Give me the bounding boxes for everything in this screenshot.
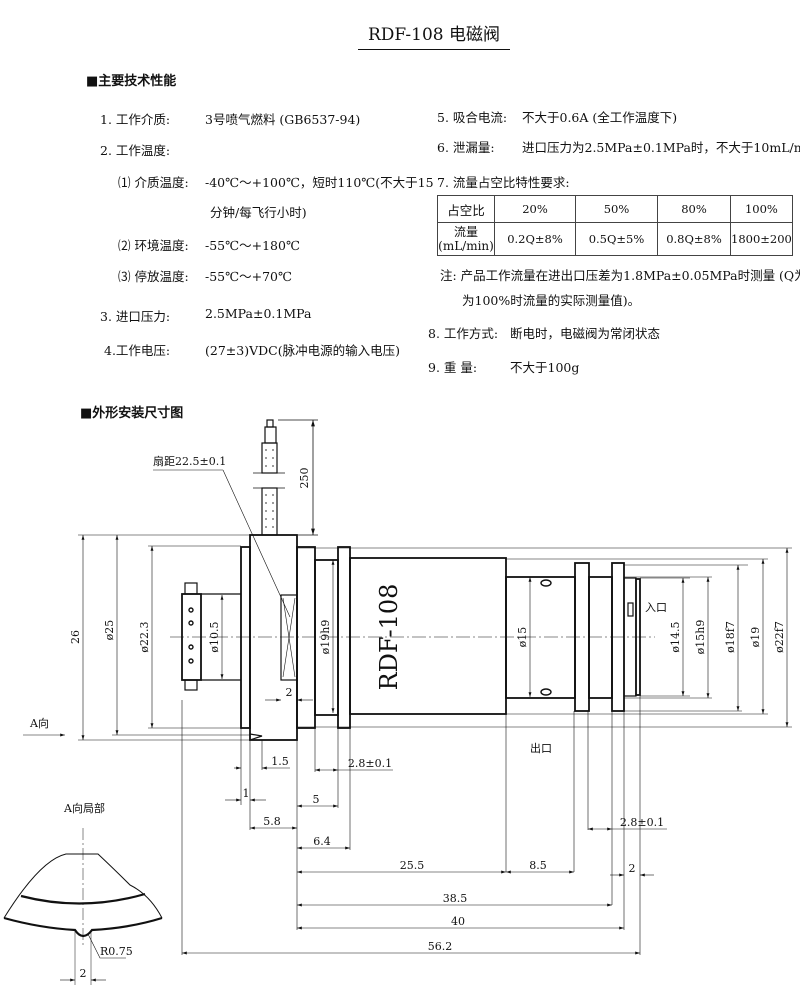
dim-label: 40 xyxy=(451,915,465,928)
dim-label: 56.2 xyxy=(428,940,453,953)
table-cell: 20% xyxy=(494,195,576,223)
document-title: RDF-108 电磁阀 xyxy=(358,20,510,50)
dim-label: 38.5 xyxy=(443,892,468,905)
table-cell: 0.8Q±8% xyxy=(657,222,731,256)
table-cell: 流量(mL/min) xyxy=(437,222,495,256)
dim-label: ø10.5 xyxy=(208,621,221,652)
spec-label: 5. 吸合电流: xyxy=(437,110,508,125)
dim-label: 1.5 xyxy=(271,755,289,768)
spec-value: (27±3)VDC(脉冲电源的输入电压) xyxy=(205,343,400,358)
spec-label: 3. 进口压力: xyxy=(100,309,171,324)
outlet-label: 出口 xyxy=(530,741,552,755)
dim-label: 25.5 xyxy=(400,859,425,872)
spec-value: 2.5MPa±0.1MPa xyxy=(205,306,312,321)
dim-label: 8.5 xyxy=(529,859,547,872)
dim-label: ø22.3 xyxy=(138,621,151,652)
table-cell: 0.2Q±8% xyxy=(494,222,576,256)
spec-value: 3号喷气燃料 (GB6537-94) xyxy=(205,112,361,127)
a-view-detail xyxy=(3,828,163,985)
table-note: 注: 产品工作流量在进出口压差为1.8MPa±0.05MPa时测量 (Q为占空 xyxy=(440,268,800,283)
table-cell: 占空比 xyxy=(437,195,495,223)
body-marking: RDF-108 xyxy=(375,584,403,691)
dim-label: 6.4 xyxy=(313,835,331,848)
valve-body-outline xyxy=(181,534,641,741)
spec-value: -40℃～+100℃，短时110℃(不大于15 xyxy=(205,175,434,190)
dim-label: 5 xyxy=(313,793,320,806)
dim-label: 250 xyxy=(298,468,311,489)
spec-value: 不大于100g xyxy=(510,360,580,375)
dim-label: ø15h9 xyxy=(694,620,707,655)
duty-cycle-table: 占空比 20% 50% 80% 100% 流量(mL/min) 0.2Q±8% … xyxy=(437,195,793,256)
dim-label: ø25 xyxy=(103,620,116,641)
spec-label: ⑵ 环境温度: xyxy=(118,238,189,253)
dim-label: ø18f7 xyxy=(724,621,737,653)
a-view-label: A向局部 xyxy=(63,801,105,815)
spec-value: -55℃～+180℃ xyxy=(205,238,300,253)
spec-label: 2. 工作温度: xyxy=(100,143,171,158)
dim-label: 2 xyxy=(286,686,293,699)
row-unit: (mL/min) xyxy=(438,239,494,253)
table-cell: 80% xyxy=(657,195,731,223)
spec-label: 8. 工作方式: xyxy=(428,326,499,341)
a-direction-label: A向 xyxy=(29,716,49,730)
dim-label: 2 xyxy=(629,862,636,875)
dim-label: 1 xyxy=(243,787,250,800)
dim-label: 2.8±0.1 xyxy=(620,816,664,829)
spec-label: 1. 工作介质: xyxy=(100,112,171,127)
dim-label: ø22f7 xyxy=(773,621,786,653)
table-cell: 1800±200 xyxy=(730,222,793,256)
dim-label: ø19h9 xyxy=(319,620,332,655)
section-heading-drawing: ■外形安装尺寸图 xyxy=(80,406,184,421)
dim-label: ø14.5 xyxy=(669,621,682,652)
dim-label: ø19 xyxy=(749,627,762,648)
radius-label: R0.75 xyxy=(100,945,133,958)
spec-label: 9. 重 量: xyxy=(428,360,478,375)
row-label: 流量 xyxy=(453,225,478,239)
table-row: 流量(mL/min) 0.2Q±8% 0.5Q±5% 0.8Q±8% 1800±… xyxy=(437,222,793,256)
spec-value: 分钟/每飞行小时) xyxy=(210,205,307,220)
dim-label: 5.8 xyxy=(263,815,281,828)
inlet-label: 入口 xyxy=(645,601,667,614)
lead-wire xyxy=(253,419,285,536)
spec-value: 进口压力为2.5MPa±0.1MPa时，不大于10mL/min。 xyxy=(522,140,800,155)
dim-label: 2.8±0.1 xyxy=(348,757,392,770)
table-note-cont: 为100%时流量的实际测量值)。 xyxy=(462,293,641,308)
spec-label: 6. 泄漏量: xyxy=(437,140,495,155)
table-cell: 0.5Q±5% xyxy=(575,222,658,256)
dim-label: 26 xyxy=(69,630,82,644)
spec-value: -55℃～+70℃ xyxy=(205,269,292,284)
dim-label: 2 xyxy=(80,967,87,980)
spec-label: ⑶ 停放温度: xyxy=(118,269,189,284)
flat-distance-label: 扇距22.5±0.1 xyxy=(153,454,226,468)
section-heading-specs: ■主要技术性能 xyxy=(86,74,177,89)
spec-label: 4.工作电压: xyxy=(104,343,171,358)
spec-value: 断电时，电磁阀为常闭状态 xyxy=(510,326,661,341)
dim-label: ø15 xyxy=(516,627,529,648)
spec-label: 7. 流量占空比特性要求: xyxy=(437,175,570,190)
spec-label: ⑴ 介质温度: xyxy=(118,175,189,190)
spec-value: 不大于0.6A (全工作温度下) xyxy=(522,110,678,125)
